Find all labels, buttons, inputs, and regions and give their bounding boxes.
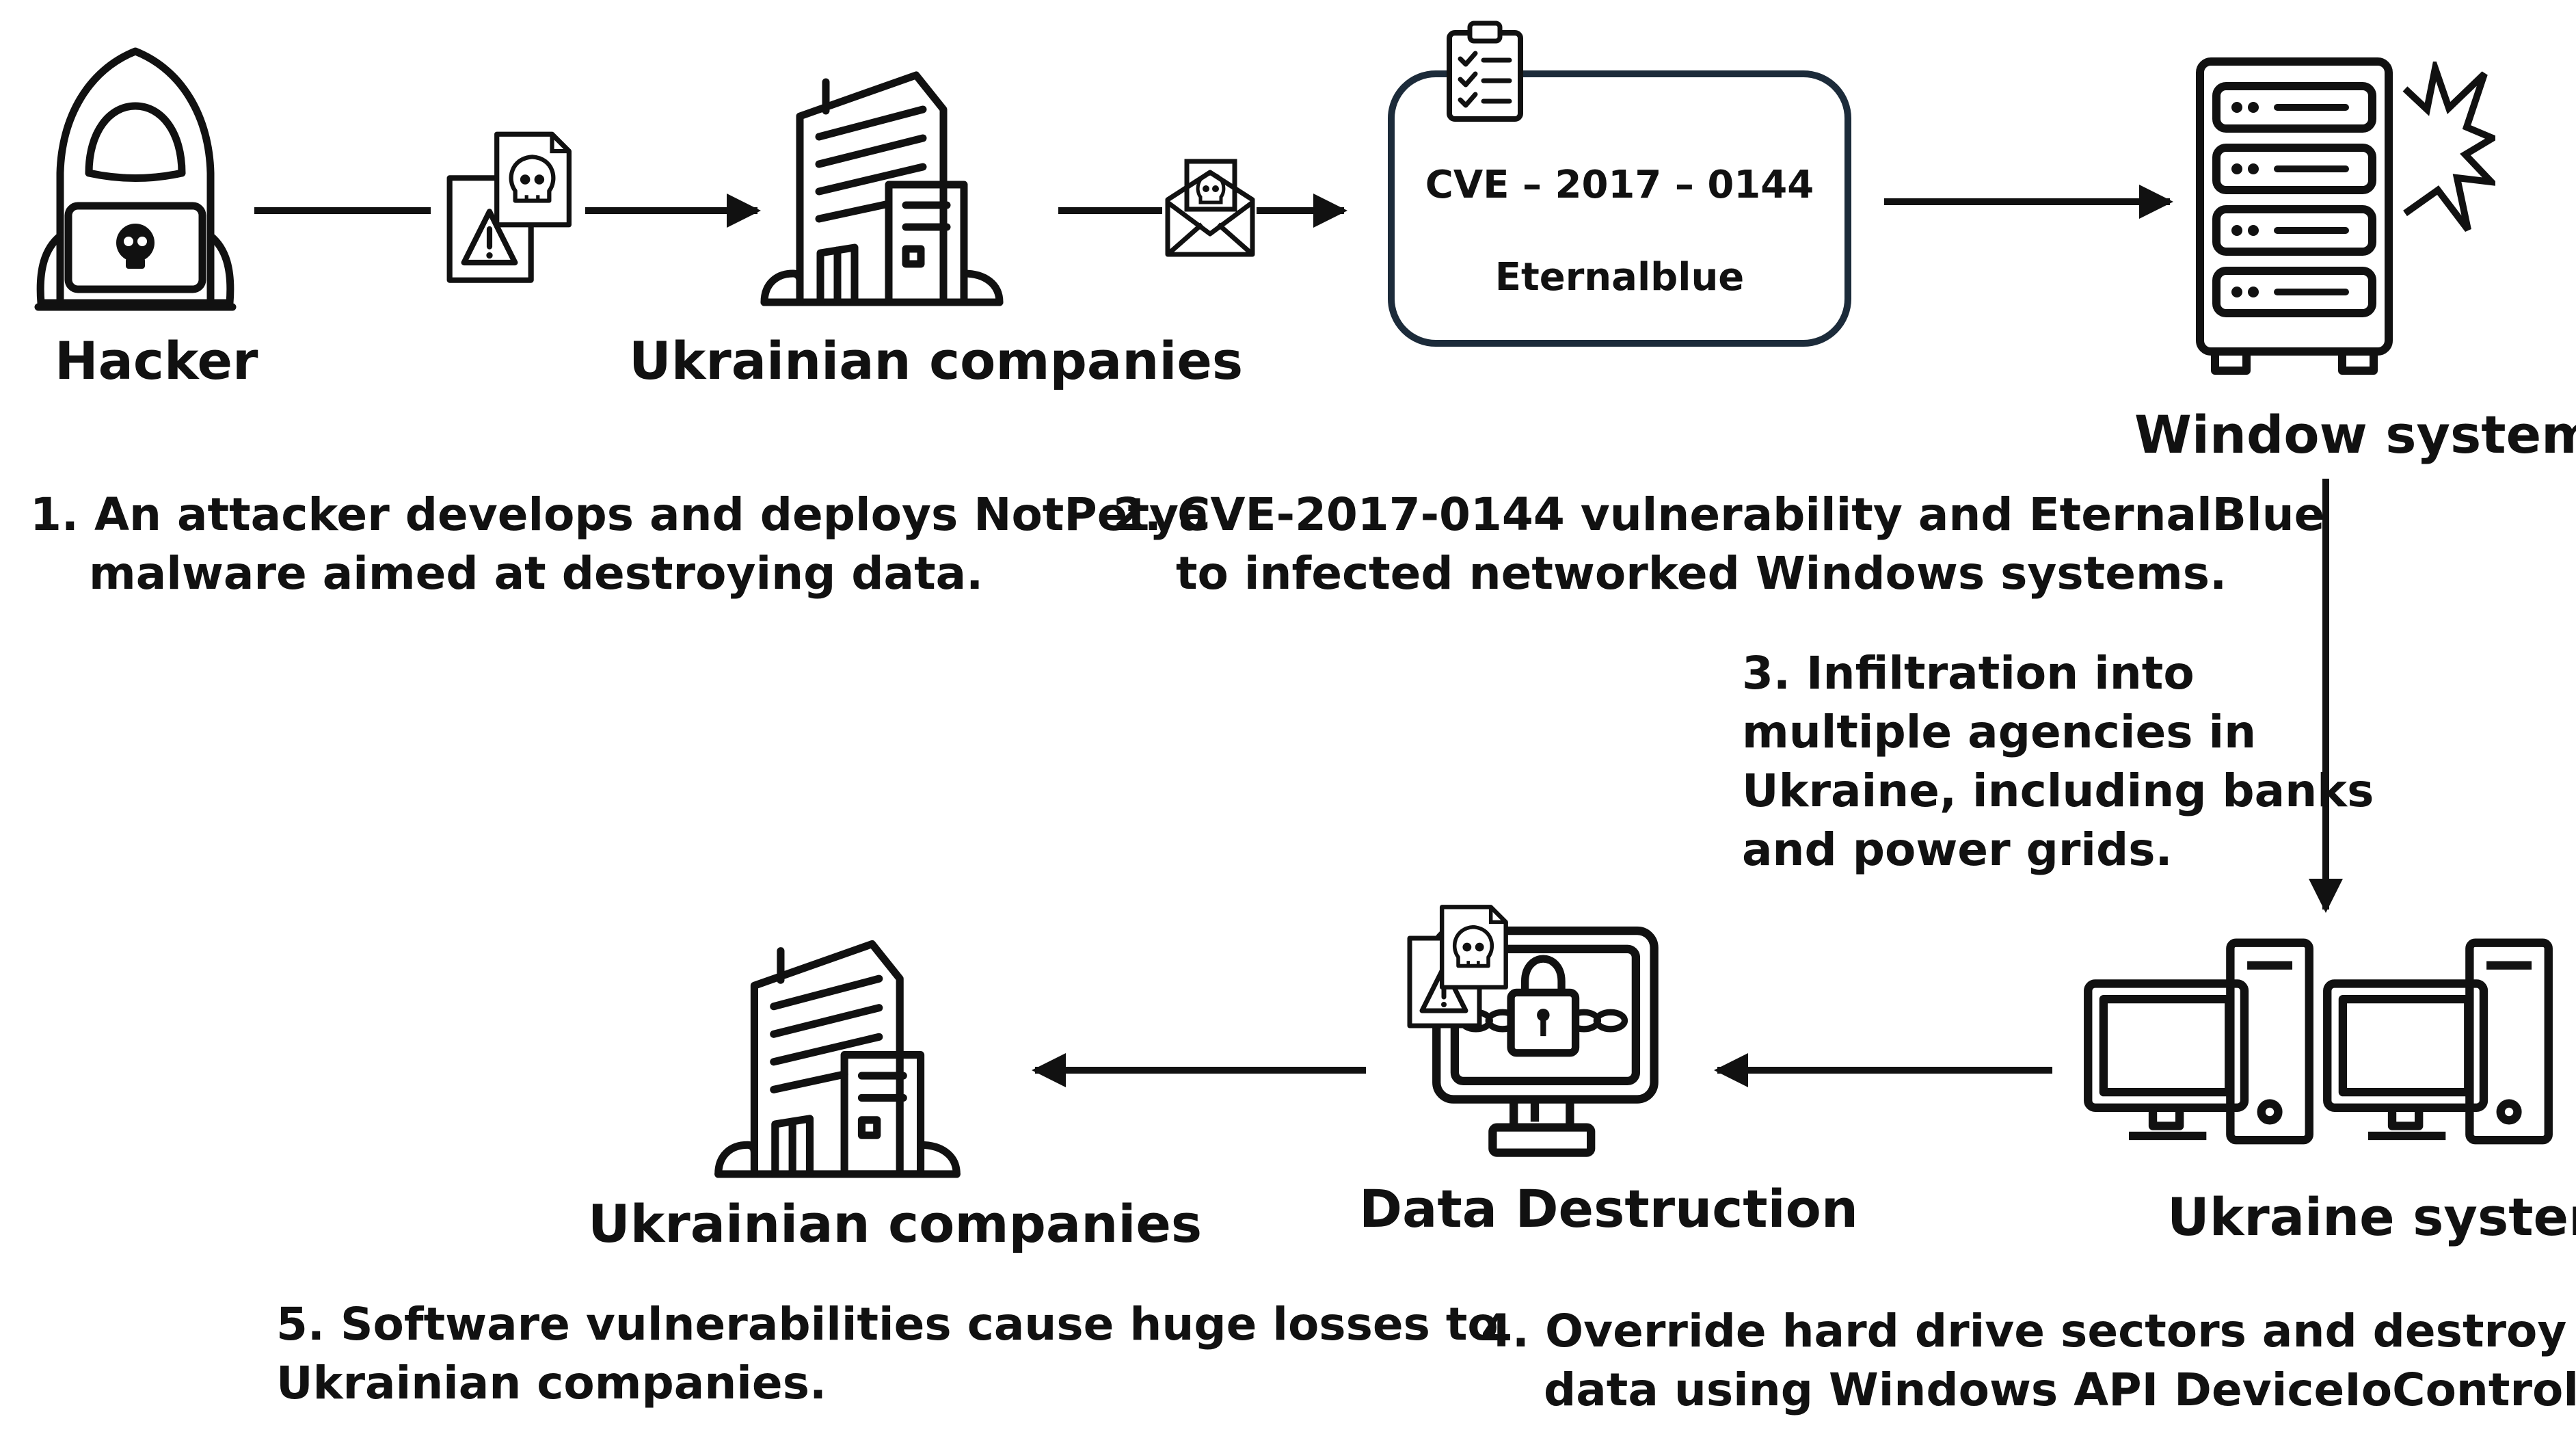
ukraine-system-label: Ukraine system [2167, 1186, 2576, 1247]
building-icon-bottom [719, 944, 957, 1174]
step-2-description: 2. CVE-2017-0144 vulnerability and Etern… [1113, 488, 2325, 600]
step-5-description: 5. Software vulnerabilities cause huge l… [276, 1298, 1499, 1409]
step-4-description: 4. Override hard drive sectors and destr… [1481, 1305, 2576, 1416]
step-1-description: 1. An attacker develops and deploys NotP… [30, 488, 1209, 600]
desktop-computer-icon-1 [2088, 943, 2309, 1140]
hacker-label: Hacker [55, 330, 258, 391]
companies-top-label: Ukrainian companies [629, 330, 1244, 391]
data-destruction-label: Data Destruction [1359, 1178, 1858, 1239]
server-icon [2200, 62, 2389, 371]
companies-bottom-label: Ukrainian companies [588, 1193, 1203, 1254]
explosion-icon [2405, 68, 2493, 230]
malicious-email-icon [1168, 161, 1252, 254]
step-3-description: 3. Infiltration into multiple agencies i… [1742, 647, 2374, 876]
desktop-computer-icon-2 [2327, 943, 2549, 1140]
building-icon [764, 75, 999, 302]
malware-file-icon-bottom [1442, 907, 1506, 987]
cve-id-label: CVE – 2017 – 0144 [1425, 163, 1814, 207]
malware-file-icon [497, 134, 569, 225]
window-system-label: Window system [2134, 404, 2576, 465]
hacker-icon [38, 51, 232, 307]
exploit-name-label: Eternalblue [1494, 255, 1745, 300]
cve-box: CVE – 2017 – 0144 Eternalblue [1388, 70, 1851, 347]
checklist-icon [1444, 21, 1526, 123]
